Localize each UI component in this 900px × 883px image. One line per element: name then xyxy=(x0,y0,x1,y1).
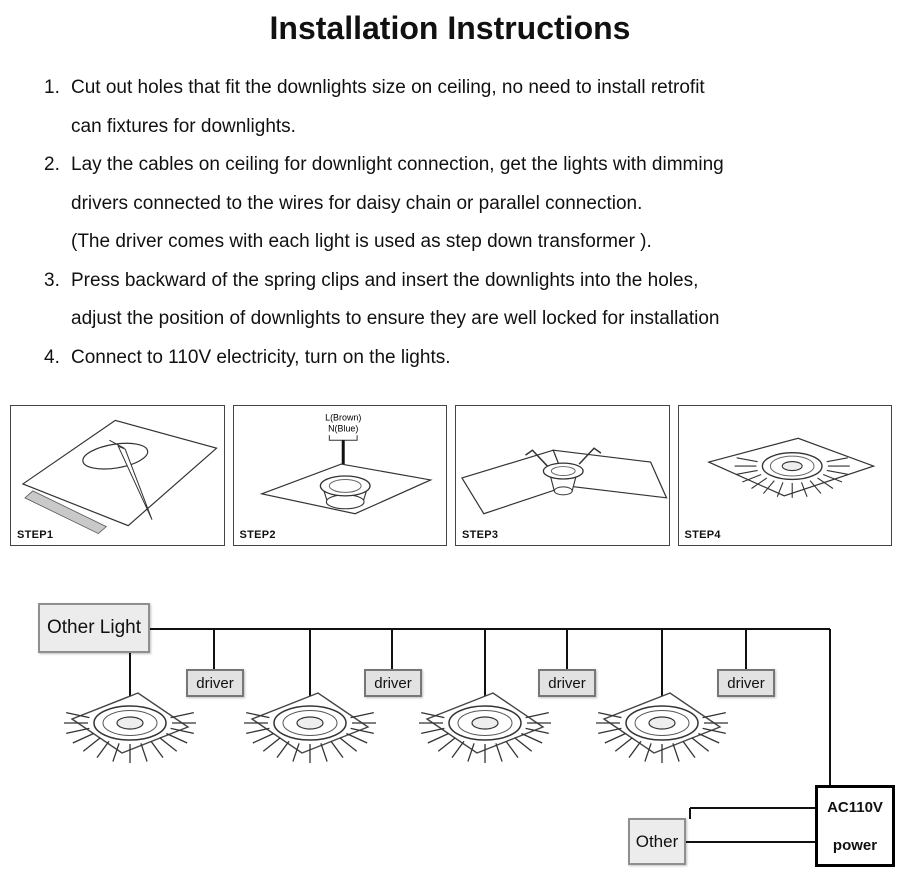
instruction-item-4: 4. Connect to 110V electricity, turn on … xyxy=(44,339,880,378)
instruction-number: 3. xyxy=(44,269,60,291)
other-light-box: Other Light xyxy=(38,603,150,653)
instruction-line: can fixtures for downlights. xyxy=(71,115,296,137)
wire-label-live: L(Brown) xyxy=(325,412,361,422)
step3-illustration xyxy=(461,447,668,515)
downlight-unit xyxy=(64,692,196,763)
step2-illustration: L(Brown) N(Blue) xyxy=(259,412,433,515)
other-label: Other xyxy=(635,831,679,851)
wire-label-neutral: N(Blue) xyxy=(328,423,358,433)
downlight-unit xyxy=(596,692,728,763)
instruction-number: 1. xyxy=(44,77,60,98)
step1-illustration xyxy=(21,419,218,535)
ac-power-box: AC110V power xyxy=(815,785,895,867)
step1-diagram: STEP1 xyxy=(10,405,225,546)
instruction-item-2: 2. Lay the cables on ceiling for downlig… xyxy=(44,146,880,262)
driver-box-1: driver xyxy=(186,669,244,697)
wiring-diagram: Other Light driver driver driver driver … xyxy=(0,561,900,874)
instruction-line: Press backward of the spring clips and i… xyxy=(71,269,699,291)
driver-box-2: driver xyxy=(364,669,422,697)
instruction-list: 1. Cut out holes that fit the downlights… xyxy=(44,69,880,377)
step4-diagram: STEP4 xyxy=(677,405,892,546)
instruction-item-3: 3. Press backward of the spring clips an… xyxy=(44,262,880,339)
step4-label: STEP4 xyxy=(684,529,721,541)
instruction-number: 2. xyxy=(44,154,60,175)
step3-diagram: STEP3 xyxy=(455,405,670,546)
step-diagrams-row: STEP1 L(Brown) N(Blue) STEP2 xyxy=(10,405,892,546)
wiring-cables xyxy=(129,628,831,843)
other-light-label: Other Light xyxy=(47,617,141,638)
instruction-line: (The driver comes with each light is use… xyxy=(71,231,652,252)
power-voltage-label: AC110V xyxy=(827,798,883,816)
driver-box-3: driver xyxy=(538,669,596,697)
step3-label: STEP3 xyxy=(462,529,499,541)
instruction-line: adjust the position of downlights to ens… xyxy=(71,308,720,329)
wiring-svg xyxy=(64,628,831,843)
step2-diagram: L(Brown) N(Blue) STEP2 xyxy=(232,405,447,546)
downlight-unit xyxy=(419,692,551,763)
instruction-number: 4. xyxy=(44,346,60,368)
page-title: Installation Instructions xyxy=(269,10,631,46)
instruction-item-1: 1. Cut out holes that fit the downlights… xyxy=(44,69,880,146)
step1-label: STEP1 xyxy=(17,529,54,541)
other-box: Other xyxy=(628,818,686,865)
instruction-line: Lay the cables on ceiling for downlight … xyxy=(71,154,724,175)
driver-box-4: driver xyxy=(717,669,775,697)
downlight-unit xyxy=(244,692,376,763)
instruction-line: Connect to 110V electricity, turn on the… xyxy=(71,346,451,368)
power-word-label: power xyxy=(832,836,878,854)
step4-illustration xyxy=(706,437,875,498)
installation-instructions-page: Installation Instructions 1. Cut out hol… xyxy=(0,10,900,874)
instruction-line: Cut out holes that fit the downlights si… xyxy=(71,77,705,98)
instruction-line: drivers connected to the wires for daisy… xyxy=(71,192,643,214)
step2-label: STEP2 xyxy=(239,529,276,541)
